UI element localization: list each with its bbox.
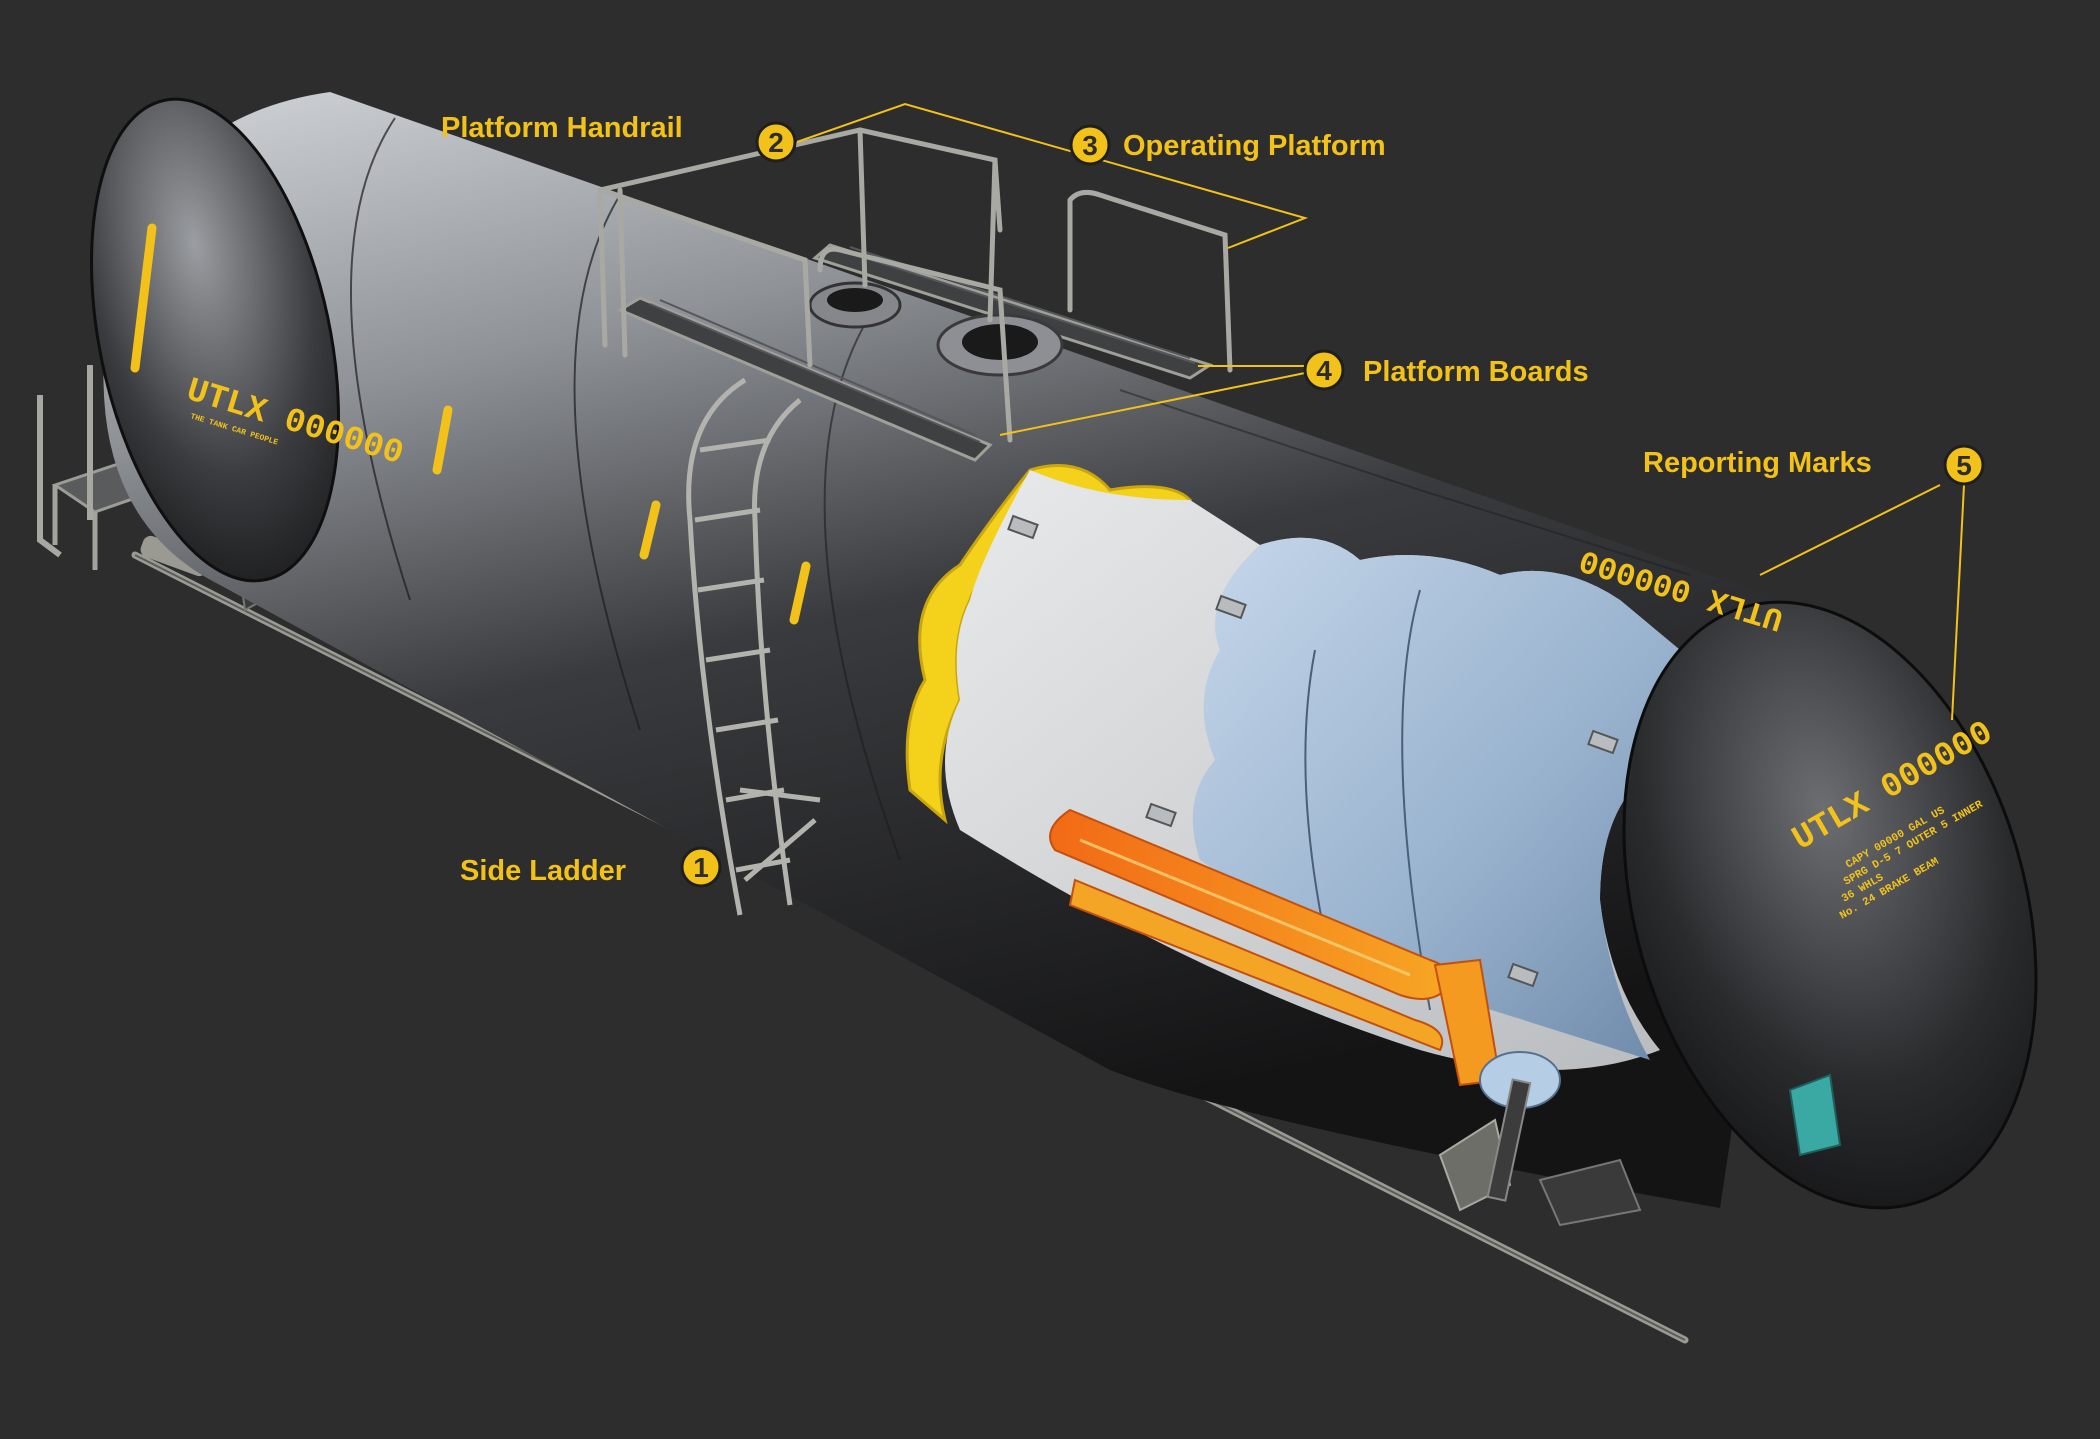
callout-number: 3 bbox=[1082, 130, 1098, 161]
callout-number: 2 bbox=[768, 127, 784, 158]
tank-stripes bbox=[130, 223, 811, 625]
leader-lines bbox=[796, 102, 1965, 721]
callout-number: 4 bbox=[1316, 355, 1332, 386]
callout-platform-handrail: Platform Handrail 2 bbox=[441, 112, 797, 163]
end-supports-right bbox=[1438, 1078, 1642, 1227]
numbered-circle-icon bbox=[1069, 124, 1111, 166]
numbered-circle-icon bbox=[755, 121, 797, 163]
callout-number: 5 bbox=[1956, 450, 1972, 481]
callout-platform-boards: 4 Platform Boards bbox=[1303, 349, 1589, 391]
numbered-circle-icon bbox=[680, 846, 722, 888]
cutaway-section bbox=[905, 464, 1680, 1109]
callout-label: Reporting Marks bbox=[1643, 447, 1872, 479]
platform-handrail bbox=[597, 127, 1233, 443]
callout-reporting-marks: Reporting Marks 5 bbox=[1643, 444, 1985, 486]
callout-side-ladder: Side Ladder 1 bbox=[460, 846, 722, 888]
callout-label: Operating Platform bbox=[1123, 130, 1386, 162]
callout-number: 1 bbox=[693, 852, 709, 883]
operating-platform bbox=[616, 243, 1214, 462]
callout-operating-platform: 3 Operating Platform bbox=[1069, 124, 1386, 166]
callout-label: Platform Handrail bbox=[441, 112, 683, 144]
numbered-circle-icon bbox=[1303, 349, 1345, 391]
callout-label: Platform Boards bbox=[1363, 356, 1589, 388]
callout-label: Side Ladder bbox=[460, 855, 626, 887]
tank-head-right bbox=[1622, 600, 2038, 1210]
side-ladder bbox=[686, 377, 821, 916]
numbered-circle-icon bbox=[1943, 444, 1985, 486]
